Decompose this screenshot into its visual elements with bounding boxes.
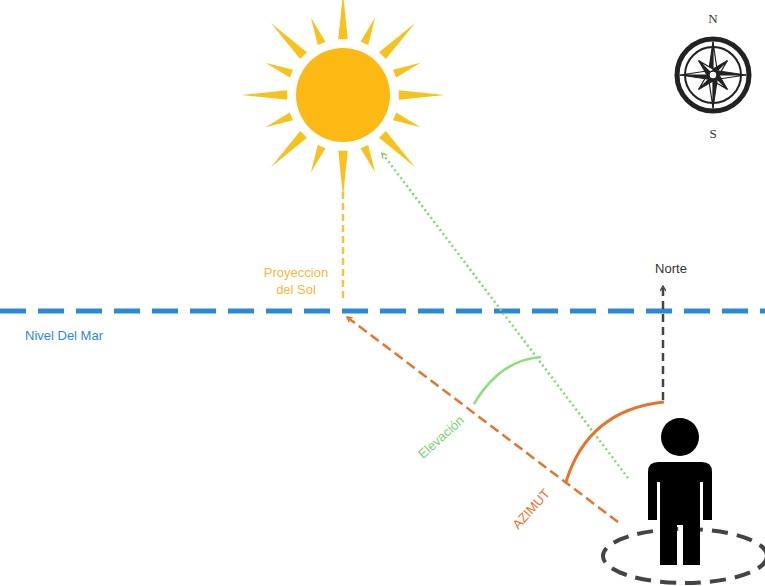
compass-point xyxy=(680,75,713,79)
azimuth-label: AZIMUT xyxy=(508,485,553,532)
north-arrow xyxy=(662,286,665,400)
north-label: Norte xyxy=(655,260,687,277)
sun-ray xyxy=(360,145,375,173)
compass-point xyxy=(713,71,746,75)
compass-center xyxy=(709,71,717,79)
sea-level-label: Nivel Del Mar xyxy=(25,327,103,344)
sun-ray xyxy=(311,145,326,173)
sun-ray xyxy=(393,112,421,127)
sun-ray xyxy=(399,90,445,100)
elevation-arc xyxy=(474,357,541,404)
sun-ray xyxy=(338,0,348,39)
azimuth-arrow xyxy=(347,317,618,522)
compass-outer-ring xyxy=(677,39,749,111)
sun-ray xyxy=(311,17,326,45)
sun-disc xyxy=(296,48,390,142)
compass-star xyxy=(680,42,746,108)
sea-level-line xyxy=(0,309,765,314)
elevation-label: Elevación xyxy=(414,412,467,462)
sun-ray xyxy=(241,90,287,100)
sun-ray xyxy=(393,63,421,78)
person-head xyxy=(661,418,699,456)
sun-ray xyxy=(338,151,348,197)
person-body xyxy=(648,462,712,565)
elevation-arrow xyxy=(382,153,628,478)
sun-ray xyxy=(265,63,293,78)
compass-north-letter: N xyxy=(708,10,717,27)
sun-projection-label: Proyeccion del Sol xyxy=(256,264,336,298)
compass-rose xyxy=(677,39,749,111)
sun-projection-line xyxy=(342,192,345,302)
sun-ray xyxy=(271,131,307,167)
sun-ray xyxy=(271,23,307,59)
compass-south-letter: S xyxy=(709,125,716,142)
compass-point xyxy=(713,75,717,108)
sun-ray xyxy=(360,17,375,45)
sun-rays xyxy=(241,0,445,197)
sun-ray xyxy=(379,23,415,59)
sun-ray xyxy=(265,112,293,127)
sun-ray xyxy=(379,131,415,167)
